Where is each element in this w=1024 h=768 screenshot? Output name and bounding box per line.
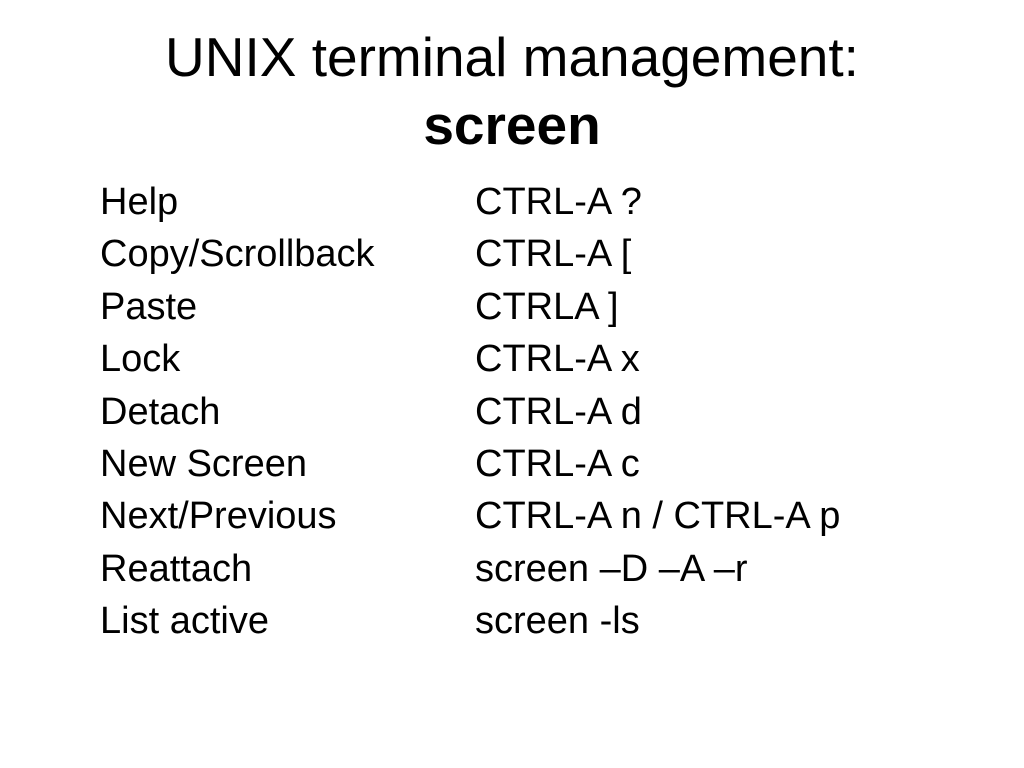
table-row: Detach CTRL-A d [100,386,984,438]
action-cell: Detach [100,390,221,433]
table-row: Copy/Scrollback CTRL-A [ [100,228,984,280]
table-row: Help CTRL-A ? [100,176,984,228]
slide-title: UNIX terminal management: screen [0,23,1024,159]
command-cell: CTRL-A x [475,338,640,381]
action-cell: List active [100,600,269,643]
command-cell: CTRL-A d [475,390,642,433]
action-cell: Paste [100,285,198,328]
slide-title-line-1: UNIX terminal management: [165,26,859,88]
command-cell: screen -ls [475,600,640,643]
action-cell: Copy/Scrollback [100,233,375,276]
table-row: Next/Previous CTRL-A n / CTRL-A p [100,490,984,542]
action-cell: New Screen [100,443,307,486]
action-cell: Help [100,181,179,223]
command-cell: CTRLA ] [475,285,619,328]
command-cell: CTRL-A ? [475,181,642,223]
action-cell: Lock [100,338,181,381]
action-cell: Reattach [100,547,253,590]
command-cell: CTRL-A [ [475,233,632,276]
action-cell: Next/Previous [100,495,337,538]
table-row: Reattach screen –D –A –r [100,543,984,595]
table-row: Paste CTRLA ] [100,281,984,333]
slide-title-line-2: screen [423,94,601,156]
command-cell: screen –D –A –r [475,547,748,590]
command-cell: CTRL-A n / CTRL-A p [475,495,841,538]
table-row: New Screen CTRL-A c [100,438,984,490]
table-row: Lock CTRL-A x [100,333,984,385]
command-cell: CTRL-A c [475,443,640,486]
table-row: List active screen -ls [100,595,984,647]
command-table: Help CTRL-A ? Copy/Scrollback CTRL-A [ P… [100,176,984,648]
